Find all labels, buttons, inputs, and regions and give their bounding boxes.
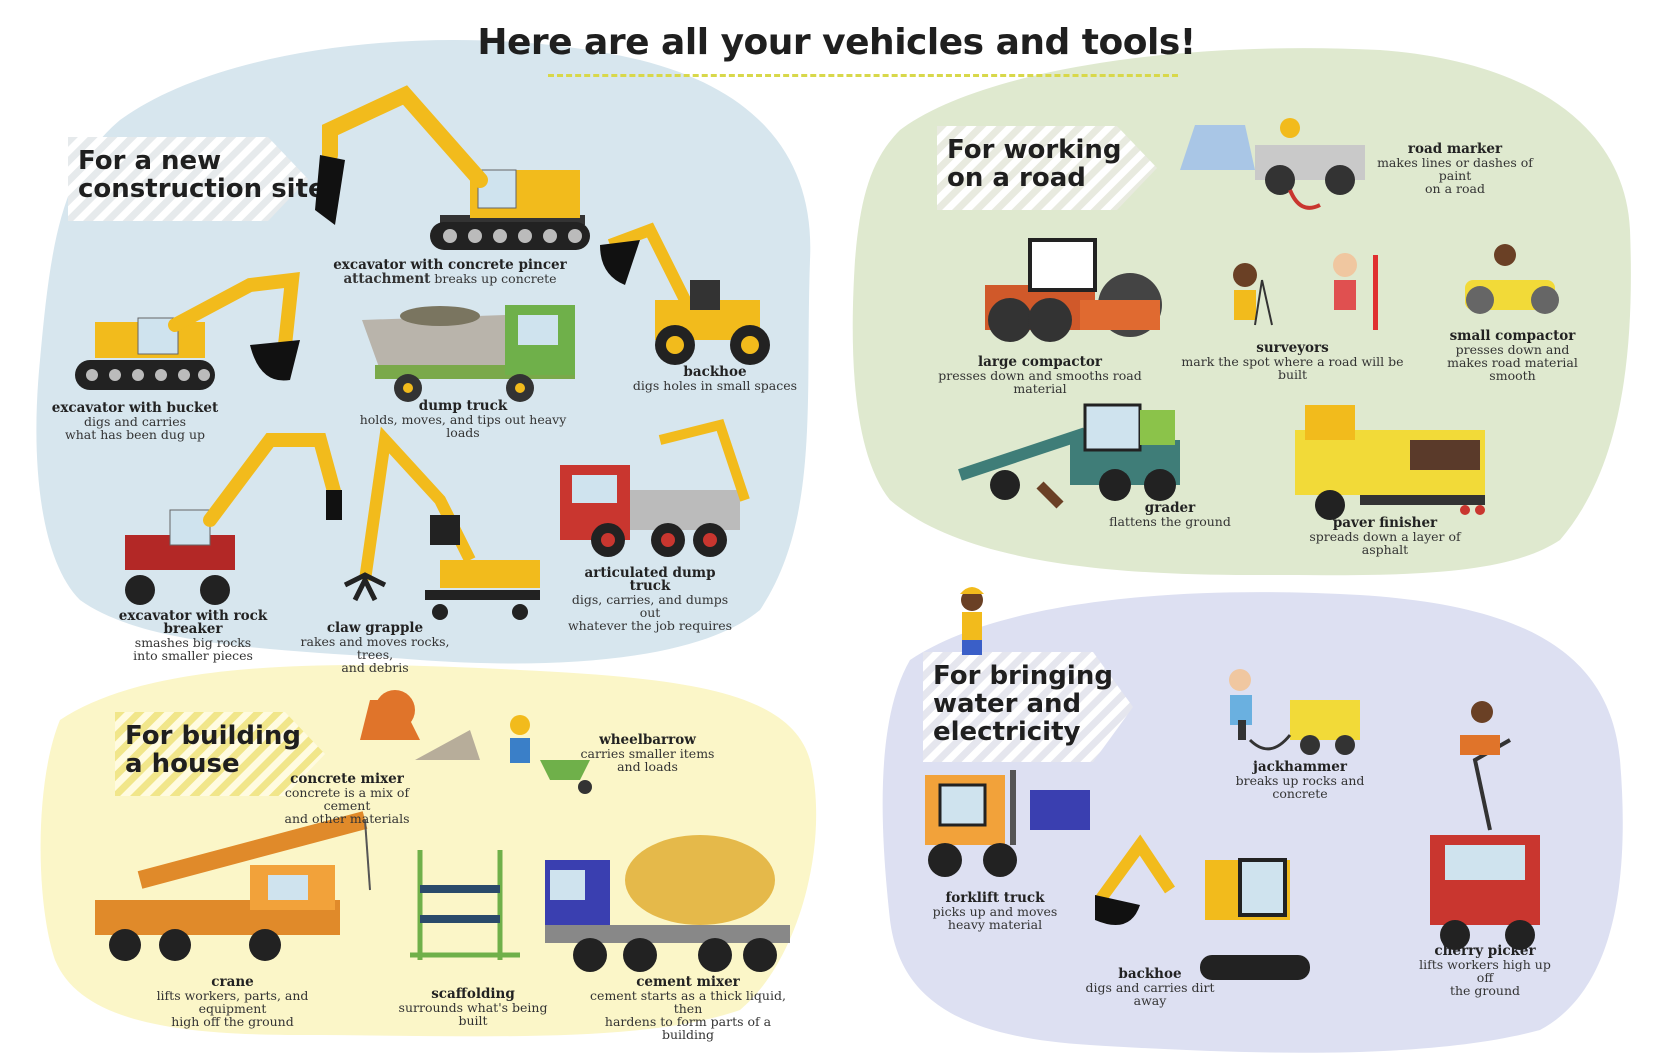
striped-banner-bg <box>115 712 325 796</box>
surveyors-icon <box>1233 253 1378 330</box>
label-articulated-dump-truck: articulated dump truck digs, carries, an… <box>567 565 733 633</box>
jackhammer-icon <box>1229 669 1360 755</box>
small-compactor-icon <box>1465 244 1559 314</box>
striped-banner-bg <box>937 126 1157 210</box>
scaffolding-icon <box>410 850 520 960</box>
worker-icon <box>960 587 984 655</box>
excavator-rock-breaker-icon <box>125 433 342 605</box>
road-marker-icon <box>1180 118 1365 210</box>
title-underline <box>548 74 1178 77</box>
grader-icon <box>958 403 1180 509</box>
label-paver-finisher: paver finisher spreads down a layer of a… <box>1309 515 1461 557</box>
site-heading: For a new construction site <box>68 137 326 221</box>
label-large-compactor: large compactor presses down and smooths… <box>938 354 1142 396</box>
label-mini-backhoe: backhoe digs and carries dirt away <box>1085 966 1215 1008</box>
utility-heading: For bringing water and electricity <box>923 652 1133 762</box>
label-jackhammer: jackhammer breaks up rocks and concrete <box>1235 759 1365 801</box>
paver-finisher-icon <box>1295 405 1485 520</box>
page-title: Here are all your vehicles and tools! <box>477 22 1196 63</box>
label-excavator-pincer-desc: breaks up concrete <box>434 271 557 286</box>
excavator-bucket-icon <box>75 272 300 390</box>
crane-icon <box>95 811 371 961</box>
label-crane: crane lifts workers, parts, and equipmen… <box>156 974 309 1029</box>
label-wheelbarrow: wheelbarrow carries smaller items and lo… <box>580 732 715 774</box>
road-heading: For working on a road <box>937 126 1157 210</box>
label-dump-truck: dump truck holds, moves, and tips out he… <box>359 398 567 440</box>
backhoe-icon <box>600 222 770 365</box>
forklift-truck-icon <box>925 770 1090 877</box>
label-claw-grapple: claw grapple rakes and moves rocks, tree… <box>300 620 450 675</box>
label-backhoe: backhoe digs holes in small spaces <box>632 364 798 393</box>
label-surveyors: surveyors mark the spot where a road wil… <box>1181 340 1404 382</box>
cherry-picker-icon <box>1430 701 1540 950</box>
label-grader: grader flattens the ground <box>1109 500 1231 529</box>
label-forklift-truck: forklift truck picks up and moves heavy … <box>932 890 1058 932</box>
house-heading: For building a house <box>115 712 325 796</box>
striped-banner-bg <box>68 137 308 221</box>
label-cherry-picker: cherry picker lifts workers high up off … <box>1419 943 1551 998</box>
label-road-marker: road marker makes lines or dashes of pai… <box>1377 141 1533 196</box>
excavator-pincer-icon <box>315 85 590 250</box>
label-small-compactor: small compactor presses down and makes r… <box>1447 328 1578 383</box>
striped-banner-bg <box>923 652 1133 762</box>
dump-truck-icon <box>362 305 575 402</box>
concrete-mixer-icon <box>360 690 480 760</box>
articulated-dump-truck-icon <box>560 419 750 557</box>
label-concrete-mixer: concrete mixer concrete is a mix of ceme… <box>284 771 410 826</box>
label-excavator-pincer-name2: attachment <box>343 271 431 287</box>
cement-mixer-truck-icon <box>545 835 790 972</box>
label-scaffolding: scaffolding surrounds what's being built <box>398 986 548 1028</box>
label-excavator-pincer: excavator with concrete pincer attachmen… <box>333 257 567 287</box>
claw-grapple-icon <box>343 426 540 620</box>
label-cement-mixer: cement mixer cement starts as a thick li… <box>590 974 786 1042</box>
label-excavator-rock-breaker: excavator with rock breaker smashes big … <box>118 608 268 663</box>
wheelbarrow-icon <box>510 715 592 794</box>
large-compactor-icon <box>985 238 1162 342</box>
label-excavator-bucket: excavator with bucket digs and carries w… <box>51 400 219 442</box>
mini-backhoe-icon <box>1095 834 1310 980</box>
